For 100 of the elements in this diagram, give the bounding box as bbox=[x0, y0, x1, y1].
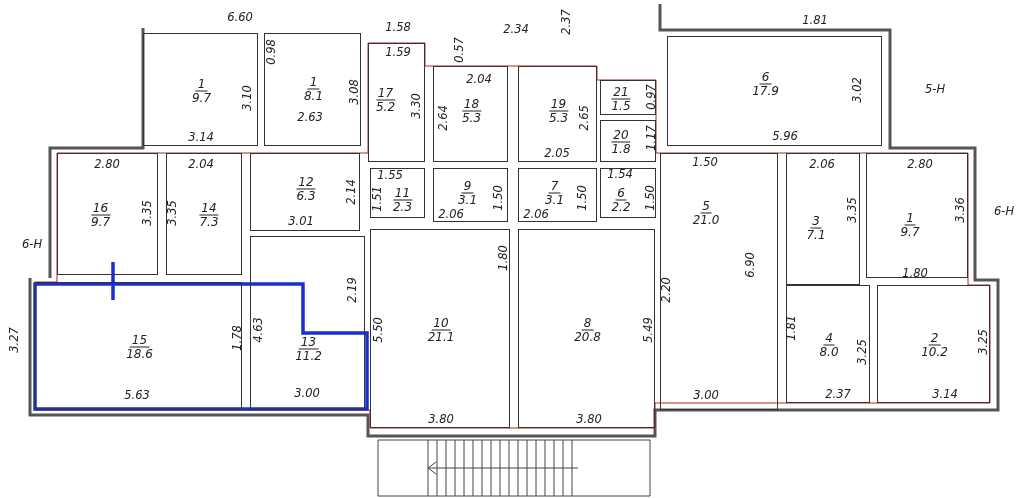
dimension-label: 2.37 bbox=[560, 9, 572, 35]
dimension-label: 3.25 bbox=[856, 339, 868, 365]
dimension-label: 2.04 bbox=[188, 158, 214, 170]
axis-label: 6-H bbox=[993, 205, 1015, 217]
room-number: 13 bbox=[298, 335, 319, 350]
dimension-label: 1.55 bbox=[377, 169, 403, 181]
room-number: 8 bbox=[581, 316, 594, 330]
room-outline bbox=[264, 33, 361, 146]
dimension-label: 1.50 bbox=[492, 185, 504, 211]
room-area: 11.2 bbox=[295, 349, 322, 363]
room-outline bbox=[35, 282, 242, 410]
dimension-label: 3.14 bbox=[932, 388, 958, 400]
room-number: 21 bbox=[611, 85, 631, 99]
dimension-label: 3.35 bbox=[846, 197, 858, 223]
dimension-label: 1.81 bbox=[802, 14, 828, 26]
dimension-label: 1.50 bbox=[576, 185, 588, 211]
dimension-label: 2.05 bbox=[544, 147, 570, 159]
dimension-label: 1.17 bbox=[645, 125, 657, 151]
room-outline bbox=[600, 120, 656, 162]
room-outline bbox=[370, 229, 510, 428]
room-area: 5.3 bbox=[461, 111, 482, 125]
room-area: 8.1 bbox=[303, 89, 324, 102]
dimension-label: 6.60 bbox=[227, 11, 253, 23]
room-number: 15 bbox=[129, 333, 150, 348]
dimension-label: 1.80 bbox=[497, 245, 509, 271]
dimension-label: 2.06 bbox=[809, 158, 835, 170]
axis-label: 6-H bbox=[21, 238, 43, 250]
dimension-label: 2.04 bbox=[466, 73, 492, 85]
room-number: 5 bbox=[700, 199, 712, 213]
dimension-label: 1.58 bbox=[385, 21, 411, 33]
dimension-label: 3.30 bbox=[410, 93, 422, 119]
room-area: 6.3 bbox=[296, 189, 316, 203]
dimension-label: 3.80 bbox=[576, 413, 602, 425]
room-outline bbox=[866, 153, 968, 278]
room-outline bbox=[660, 153, 778, 410]
dimension-label: 2.64 bbox=[437, 105, 449, 131]
room-number: 12 bbox=[296, 175, 316, 190]
axis-label: 5-H bbox=[924, 83, 946, 95]
room-outline bbox=[433, 168, 508, 222]
room-area: 9.7 bbox=[90, 215, 111, 229]
dimension-label: 2.06 bbox=[438, 208, 464, 220]
dimension-label: 2.20 bbox=[660, 277, 672, 303]
room-number: 3 bbox=[810, 214, 822, 229]
dimension-label: 2.06 bbox=[523, 208, 549, 220]
dimension-label: 2.80 bbox=[94, 158, 120, 170]
room-outline bbox=[600, 80, 656, 115]
dimension-label: 3.25 bbox=[977, 329, 989, 355]
room-number: 19 bbox=[548, 97, 569, 112]
dimension-label: 2.19 bbox=[346, 277, 358, 303]
room-area: 17.9 bbox=[752, 84, 779, 98]
dimension-label: 0.97 bbox=[645, 84, 657, 110]
dimension-label: 2.63 bbox=[297, 111, 323, 123]
room-number: 11 bbox=[392, 186, 413, 201]
room-number: 1 bbox=[307, 75, 320, 89]
room-number: 18 bbox=[461, 97, 482, 112]
room-outline bbox=[518, 66, 597, 162]
room-number: 2 bbox=[928, 331, 941, 346]
room-area: 5.3 bbox=[548, 111, 569, 125]
room-outline bbox=[786, 153, 860, 285]
dimension-label: 1.50 bbox=[692, 156, 718, 168]
dimension-label: 5.50 bbox=[372, 317, 384, 343]
dimension-label: 3.14 bbox=[188, 131, 214, 143]
dimension-label: 1.50 bbox=[644, 185, 656, 211]
room-outline bbox=[250, 153, 360, 231]
dimension-label: 1.59 bbox=[385, 46, 411, 58]
room-outline bbox=[877, 285, 990, 403]
room-area: 2.2 bbox=[611, 200, 631, 214]
room-number: 14 bbox=[199, 201, 219, 216]
dimension-label: 5.63 bbox=[124, 389, 150, 401]
room-number: 17 bbox=[375, 86, 396, 100]
room-area: 9.7 bbox=[900, 225, 920, 238]
dimension-label: 3.01 bbox=[288, 215, 314, 227]
room-number: 6 bbox=[615, 186, 627, 201]
dimension-label: 2.14 bbox=[345, 179, 357, 205]
room-outline bbox=[518, 168, 597, 222]
room-area: 1.8 bbox=[611, 142, 631, 156]
room-area: 2.3 bbox=[392, 200, 413, 214]
room-outline bbox=[166, 153, 242, 275]
dimension-label: 3.00 bbox=[294, 387, 320, 399]
room-number: 16 bbox=[90, 201, 111, 216]
room-outline bbox=[57, 153, 158, 275]
room-area: 8.0 bbox=[819, 345, 839, 359]
dimension-label: 3.00 bbox=[693, 389, 719, 401]
room-outline bbox=[143, 33, 258, 146]
room-outline bbox=[250, 236, 365, 410]
room-area: 9.7 bbox=[191, 91, 212, 104]
dimension-label: 3.02 bbox=[851, 77, 863, 103]
dimension-label: 5.49 bbox=[642, 317, 654, 343]
dimension-label: 1.81 bbox=[785, 315, 797, 341]
room-area: 1.5 bbox=[611, 99, 631, 112]
dimension-label: 3.27 bbox=[8, 327, 20, 353]
dimension-label: 2.65 bbox=[578, 105, 590, 131]
room-area: 5.2 bbox=[375, 100, 396, 113]
room-outline bbox=[433, 66, 508, 162]
room-outline bbox=[600, 168, 656, 218]
room-number: 10 bbox=[431, 316, 451, 330]
room-number: 6 bbox=[759, 70, 772, 85]
room-outline bbox=[786, 285, 870, 403]
room-area: 18.6 bbox=[126, 347, 153, 361]
room-number: 9 bbox=[461, 179, 474, 194]
